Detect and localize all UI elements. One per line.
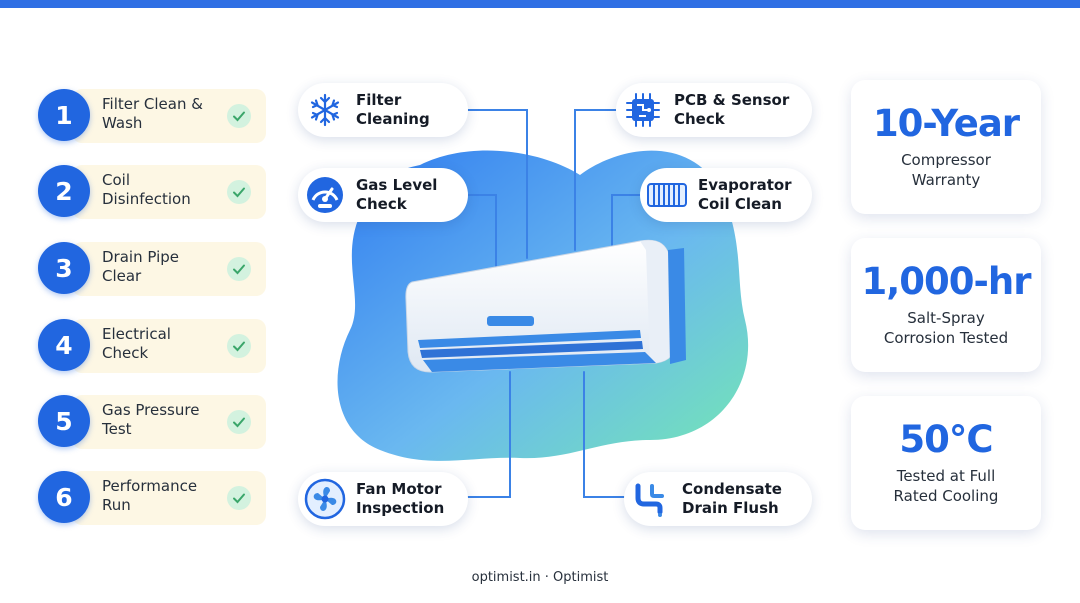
coil-icon: [645, 173, 689, 217]
connector-gas: [467, 194, 497, 286]
top-accent-bar: [0, 0, 1080, 8]
step-5: 5 Gas Pressure Test: [38, 393, 266, 451]
step-number: 1: [38, 89, 90, 141]
connector-evap: [611, 194, 641, 251]
connector-filter: [467, 109, 528, 259]
step-1: 1 Filter Clean & Wash: [38, 87, 266, 145]
step-4: 4 Electrical Check: [38, 317, 266, 375]
step-label: Coil Disinfection: [102, 171, 191, 208]
check-icon: [227, 180, 251, 204]
fan-icon: [303, 477, 347, 521]
step-number: 4: [38, 319, 90, 371]
connector-fan: [467, 371, 511, 498]
connector-condensate: [583, 371, 625, 498]
stat-value: 50°C: [899, 418, 993, 461]
gauge-icon: [303, 173, 347, 217]
step-2: 2 Coil Disinfection: [38, 163, 266, 221]
check-icon: [227, 334, 251, 358]
stat-value: 1,000-hr: [861, 260, 1032, 303]
step-label: Performance Run: [102, 477, 198, 514]
step-number: 6: [38, 471, 90, 523]
check-icon: [227, 104, 251, 128]
chip-icon: [621, 88, 665, 132]
step-label: Drain Pipe Clear: [102, 248, 179, 285]
connector-pcb: [574, 109, 617, 251]
step-label: Electrical Check: [102, 325, 171, 362]
step-number: 5: [38, 395, 90, 447]
step-6: 6 Performance Run: [38, 469, 266, 527]
check-icon: [227, 410, 251, 434]
step-label: Filter Clean & Wash: [102, 95, 203, 132]
step-number: 3: [38, 242, 90, 294]
ac-unit: [405, 239, 686, 373]
check-icon: [227, 257, 251, 281]
step-number: 2: [38, 165, 90, 217]
stat-value: 10-Year: [872, 102, 1020, 145]
pipe-icon: [629, 477, 673, 521]
footer-credit: optimist.in · Optimist: [471, 570, 609, 585]
step-label: Gas Pressure Test: [102, 401, 200, 438]
check-icon: [227, 486, 251, 510]
snowflake-icon: [303, 88, 347, 132]
step-3: 3 Drain Pipe Clear: [38, 240, 266, 298]
